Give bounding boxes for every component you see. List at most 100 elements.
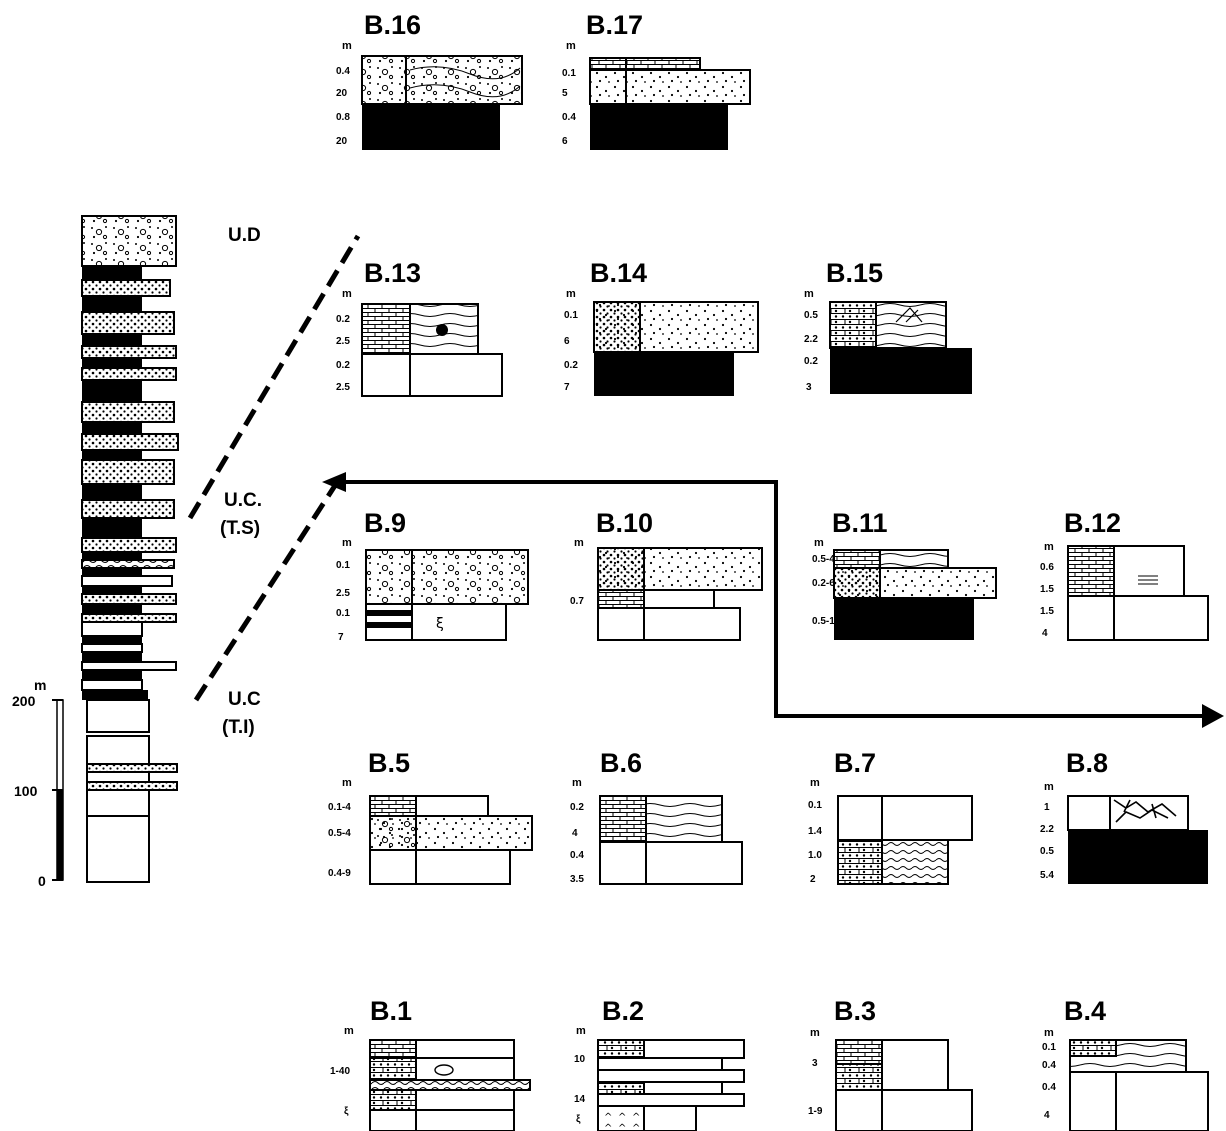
thickness-unit: m xyxy=(814,537,824,549)
gc-bed-sand xyxy=(81,311,175,335)
gc-bed-sand xyxy=(86,763,178,773)
thickness-unit: m xyxy=(342,537,352,549)
gc-bed-band xyxy=(81,559,175,569)
section-title: B.5 xyxy=(368,748,410,778)
arrow-path xyxy=(322,472,1224,728)
thickness-value: 20 xyxy=(336,88,348,99)
thickness-unit: m xyxy=(576,1025,586,1037)
thickness-value: 1.5 xyxy=(1040,606,1054,617)
section-b7: B.7 m 0.1 1.4 1.0 2 xyxy=(808,748,973,885)
section-title: B.16 xyxy=(364,10,421,40)
thickness-value: 2 xyxy=(810,874,816,885)
gc-bed-sand xyxy=(81,459,175,485)
unit-label-ud: U.D xyxy=(228,225,261,246)
gc-bed-dark xyxy=(82,568,142,576)
gc-bed-dark xyxy=(82,518,142,538)
section-title: B.3 xyxy=(834,996,876,1026)
thickness-value: 0.4-9 xyxy=(328,868,351,879)
thickness-value: 0.1 xyxy=(808,800,822,811)
section-title: B.17 xyxy=(586,10,643,40)
thickness-unit: m xyxy=(810,777,820,789)
section-b16: B.16 m 0.4 20 0.8 20 xyxy=(336,10,523,150)
thickness-value: 3 xyxy=(812,1058,818,1069)
section-b12: B.12 m 0.6 1.5 1.5 4 xyxy=(1040,508,1209,641)
thickness-value: 0.5-4 xyxy=(328,828,351,839)
thickness-value: 0.5 xyxy=(804,310,818,321)
thickness-value: 0.7 xyxy=(570,596,584,607)
thickness-value: 10 xyxy=(574,1054,586,1065)
section-b15: B.15 m 0.5 2.2 0.2 3 xyxy=(804,258,972,394)
thickness-value: 1.0 xyxy=(808,850,822,861)
section-b9: B.9 m 0.1 2.5 0.1 7 ξ xyxy=(336,508,529,643)
section-b2: B.2 m 10 14 ξ xyxy=(574,996,745,1131)
section-title: B.4 xyxy=(1064,996,1106,1026)
gc-bed-fossil xyxy=(81,575,173,587)
thickness-value: 0.2 xyxy=(336,314,350,325)
thickness-value: 0.1 xyxy=(1042,1042,1056,1053)
gc-bed-band xyxy=(81,613,177,623)
general-column xyxy=(81,215,179,883)
vertical-scale-bar: m 200 100 0 xyxy=(12,677,64,889)
section-title: B.2 xyxy=(602,996,644,1026)
section-title: B.10 xyxy=(596,508,653,538)
gc-bed-white xyxy=(86,815,150,883)
thickness-value: 0.8 xyxy=(336,112,350,123)
section-title: B.6 xyxy=(600,748,642,778)
thickness-value: 0.4 xyxy=(336,66,350,77)
section-b8: B.8 m 1 2.2 0.5 5.4 xyxy=(1040,748,1208,884)
thickness-unit: m xyxy=(572,777,582,789)
arrowhead-right-icon xyxy=(1202,704,1224,728)
section-b17: B.17 m 0.1 5 0.4 6 xyxy=(562,10,751,150)
thickness-value: 4 xyxy=(1044,1110,1050,1121)
scale-unit: m xyxy=(34,677,46,693)
thickness-value: 0.5-4 xyxy=(812,554,835,565)
gc-bed-white xyxy=(86,789,150,817)
thickness-value: 4 xyxy=(572,828,578,839)
gc-bed-dark xyxy=(82,422,142,434)
thickness-value: 1-9 xyxy=(808,1106,823,1117)
unit-label-ucts-line2: (T.S) xyxy=(220,518,260,539)
section-b13: B.13 m 0.2 2.5 0.2 2.5 xyxy=(336,258,503,397)
thickness-value: 2.5 xyxy=(336,382,350,393)
thickness-value: ξ xyxy=(344,1106,349,1117)
thickness-unit: m xyxy=(1044,781,1054,793)
gc-bed-sand xyxy=(81,537,177,553)
thickness-unit: m xyxy=(1044,1027,1054,1039)
section-b4: B.4 m 0.1 0.4 0.4 4 xyxy=(1042,996,1209,1131)
thickness-value: 0.4 xyxy=(1042,1082,1056,1093)
gc-bed-dark xyxy=(82,334,142,346)
arrowhead-left-icon xyxy=(322,472,346,492)
gc-bed-dark xyxy=(82,670,142,680)
thickness-value: 5 xyxy=(562,88,568,99)
thickness-value: 3 xyxy=(806,382,812,393)
thickness-unit: m xyxy=(804,288,814,300)
section-b5: B.5 m 0.1-4 0.5-4 0.4-9 xyxy=(328,748,533,885)
gc-bed-dark xyxy=(82,266,142,280)
thickness-value: 0.2 xyxy=(564,360,578,371)
gc-bed-white xyxy=(86,735,150,765)
gc-bed-dark xyxy=(82,652,142,662)
gc-bed-dark xyxy=(82,690,148,700)
thickness-unit: m xyxy=(810,1027,820,1039)
thickness-value: 0.1 xyxy=(562,68,576,79)
thickness-value: 0.1-4 xyxy=(328,802,351,813)
gc-bed-white xyxy=(81,679,143,691)
gc-bed-dark xyxy=(82,552,142,560)
thickness-value: 0.4 xyxy=(562,112,576,123)
gc-bed-sand xyxy=(81,367,177,381)
unit-label-ucts-line1: U.C. xyxy=(224,490,262,511)
thickness-value: 4 xyxy=(1042,628,1048,639)
thickness-value: 2.2 xyxy=(1040,824,1054,835)
thickness-value: 3.5 xyxy=(570,874,584,885)
svg-text:ξ: ξ xyxy=(436,616,444,632)
section-title: B.8 xyxy=(1066,748,1108,778)
thickness-value: 0.4 xyxy=(1042,1060,1056,1071)
section-title: B.11 xyxy=(832,508,888,538)
thickness-value: 0.2 xyxy=(336,360,350,371)
gc-bed-white xyxy=(81,661,177,671)
thickness-value: 0.1 xyxy=(564,310,578,321)
gc-bed-white xyxy=(81,643,143,653)
section-b10: B.10 m 0.7 xyxy=(570,508,763,641)
thickness-unit: m xyxy=(1044,541,1054,553)
gc-bed-sand xyxy=(81,499,175,519)
